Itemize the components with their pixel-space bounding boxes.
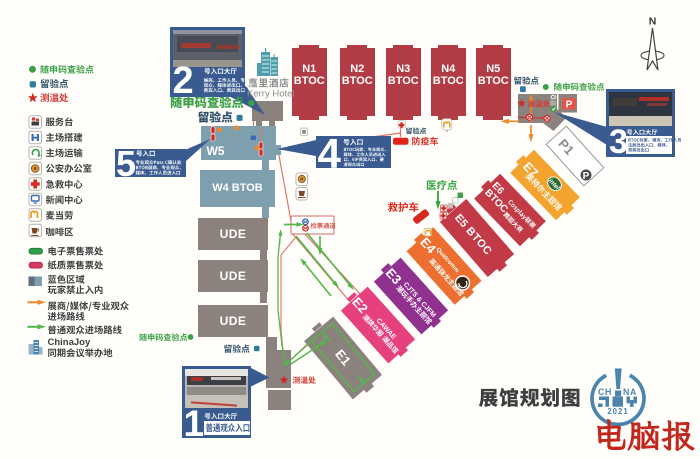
svg-text:E1: E1 bbox=[332, 347, 354, 369]
svg-text:CH: CH bbox=[598, 387, 612, 397]
svg-text:CJTS & CJFM: CJTS & CJFM bbox=[402, 281, 437, 319]
svg-text:NA: NA bbox=[623, 387, 637, 397]
svg-text:Kerry Hotel: Kerry Hotel bbox=[247, 89, 295, 100]
svg-text:P: P bbox=[583, 171, 590, 182]
svg-text:P: P bbox=[566, 100, 573, 111]
svg-text:BTOC: BTOC bbox=[463, 225, 494, 258]
svg-text:N: N bbox=[649, 16, 657, 28]
svg-text:E3: E3 bbox=[383, 265, 405, 287]
svg-text:ChinaJoy: ChinaJoy bbox=[48, 337, 91, 348]
svg-text:E4: E4 bbox=[417, 234, 439, 256]
svg-text:2021: 2021 bbox=[607, 407, 628, 416]
svg-text:E2: E2 bbox=[349, 294, 371, 316]
svg-text:E5: E5 bbox=[452, 212, 470, 230]
